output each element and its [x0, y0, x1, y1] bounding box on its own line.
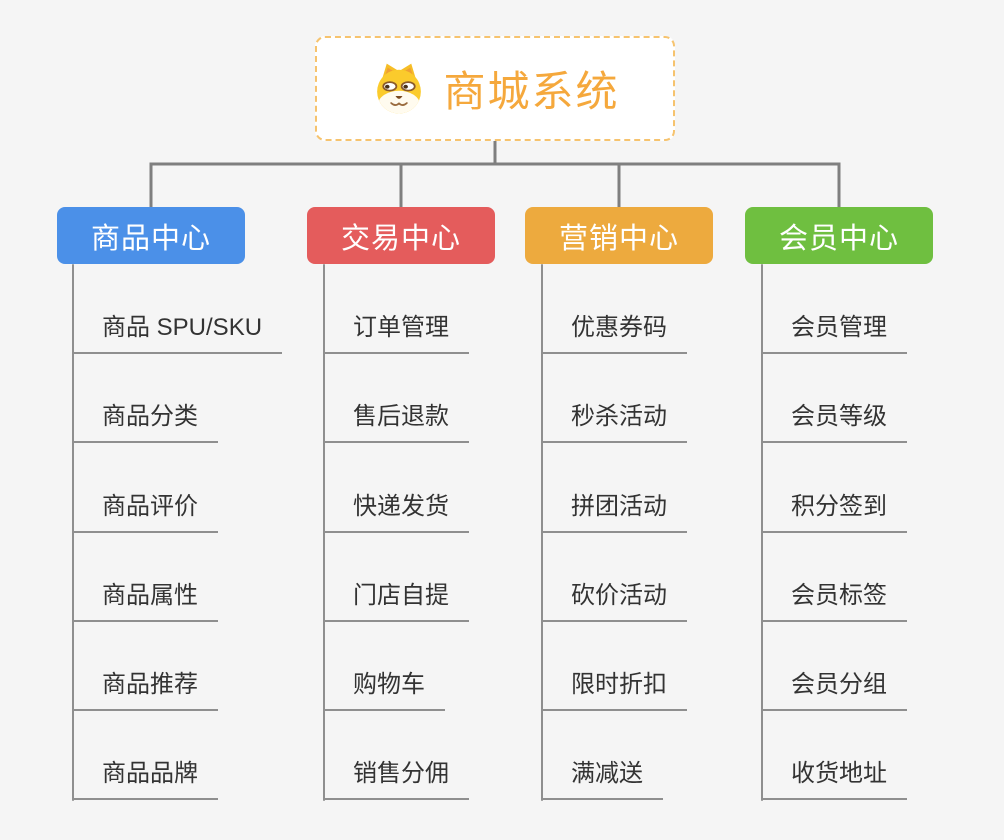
item-coupon-code[interactable]: 优惠券码 [541, 308, 687, 354]
item-time-limited-discount[interactable]: 限时折扣 [541, 665, 687, 711]
item-member-level[interactable]: 会员等级 [761, 397, 907, 443]
item-product-spu-sku[interactable]: 商品 SPU/SKU [72, 308, 283, 354]
item-member-group[interactable]: 会员分组 [761, 665, 907, 711]
item-product-review[interactable]: 商品评价 [72, 487, 218, 533]
root-node-title: 商城系统 [443, 68, 620, 115]
item-flash-sale[interactable]: 秒杀活动 [541, 397, 687, 443]
item-member-tag[interactable]: 会员标签 [761, 576, 907, 622]
item-product-brand[interactable]: 商品品牌 [72, 754, 218, 800]
item-product-category[interactable]: 商品分类 [72, 397, 218, 443]
item-express-delivery[interactable]: 快递发货 [323, 487, 469, 533]
root-node-mall-system[interactable]: 商城系统 [315, 36, 675, 141]
item-member-management[interactable]: 会员管理 [761, 308, 907, 354]
item-after-sales-refund[interactable]: 售后退款 [323, 397, 469, 443]
item-sales-commission[interactable]: 销售分佣 [323, 754, 469, 800]
branch-product-center[interactable]: 商品中心 [57, 207, 245, 264]
item-product-recommend[interactable]: 商品推荐 [72, 665, 218, 711]
branch-trade-center[interactable]: 交易中心 [307, 207, 495, 264]
item-points-checkin[interactable]: 积分签到 [761, 487, 907, 533]
branch-member-center[interactable]: 会员中心 [745, 207, 933, 264]
doge-icon [377, 63, 422, 113]
item-store-pickup[interactable]: 门店自提 [323, 576, 469, 622]
item-order-management[interactable]: 订单管理 [323, 308, 469, 354]
item-shipping-address[interactable]: 收货地址 [761, 754, 907, 800]
item-product-attribute[interactable]: 商品属性 [72, 576, 218, 622]
item-shopping-cart[interactable]: 购物车 [323, 665, 445, 711]
item-group-buy[interactable]: 拼团活动 [541, 487, 687, 533]
branch-marketing-center[interactable]: 营销中心 [525, 207, 713, 264]
item-full-reduction[interactable]: 满减送 [541, 754, 663, 800]
item-bargain-activity[interactable]: 砍价活动 [541, 576, 687, 622]
